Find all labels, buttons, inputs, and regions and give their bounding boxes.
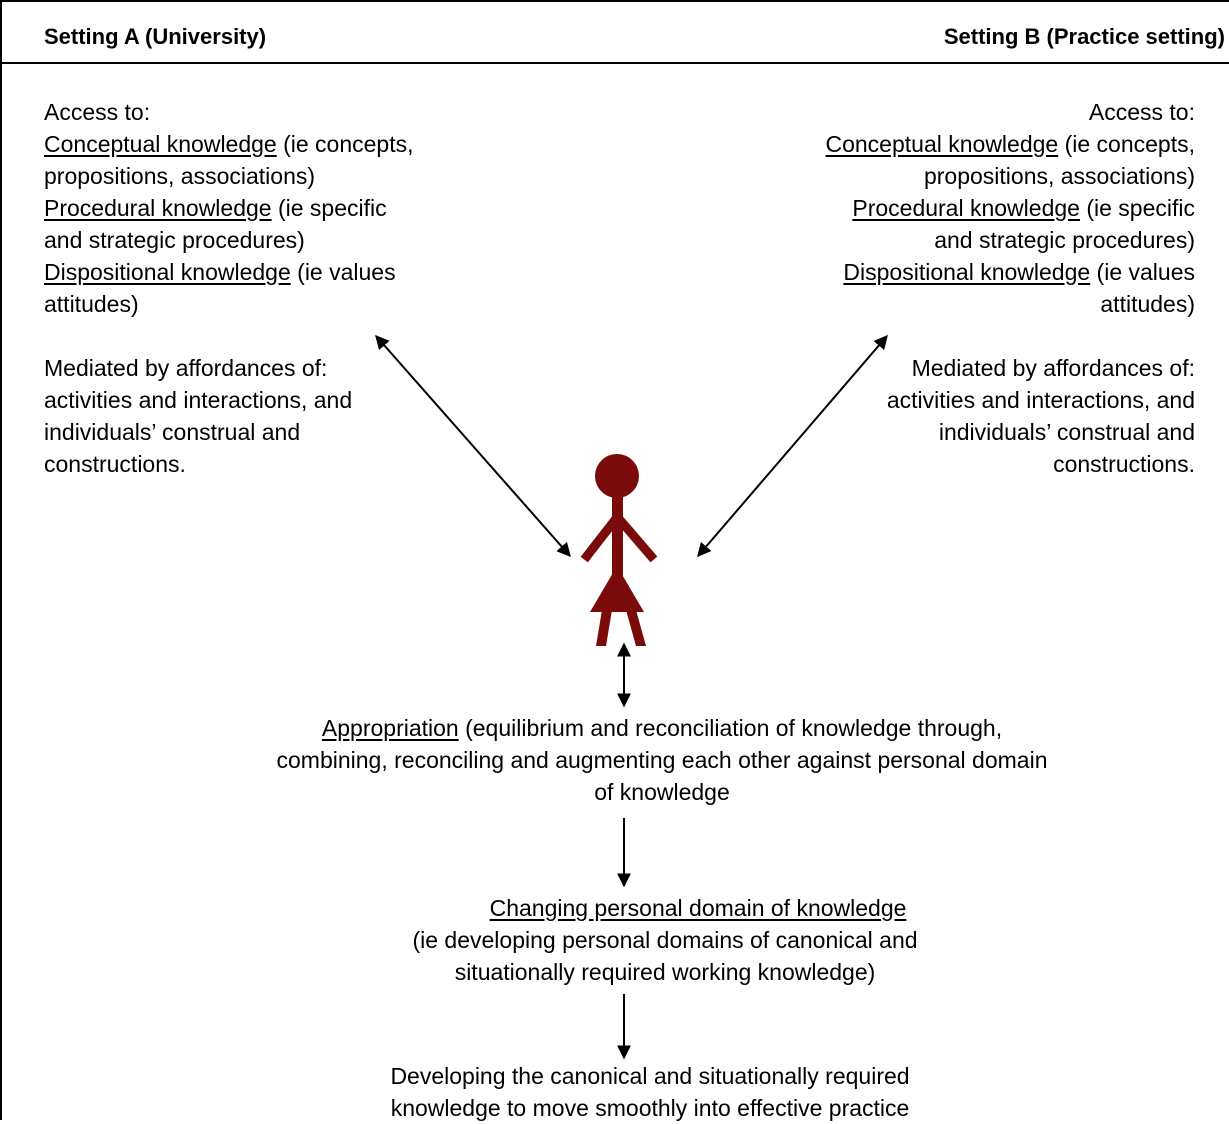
developing-block: Developing the canonical and situational… — [300, 1060, 1000, 1124]
setting-a-conceptual-label: Conceptual knowledge — [44, 131, 277, 157]
setting-a-dispositional-desc-2: attitudes) — [44, 291, 139, 317]
setting-b-mediation: Mediated by affordances of: activities a… — [887, 352, 1195, 480]
setting-a-mediated-2: activities and interactions, and — [44, 387, 353, 413]
setting-b-knowledge: Access to: Conceptual knowledge (ie conc… — [825, 96, 1195, 320]
setting-b-conceptual-desc: (ie concepts, — [1058, 131, 1195, 157]
setting-b-conceptual-label: Conceptual knowledge — [825, 131, 1059, 157]
appropriation-block: Appropriation (equilibrium and reconcili… — [150, 712, 1174, 808]
setting-a-conceptual-desc: (ie concepts, — [276, 131, 414, 157]
setting-b-procedural-desc-2: and strategic procedures) — [934, 227, 1195, 253]
setting-b-conceptual-desc-2: propositions, associations) — [923, 163, 1195, 189]
setting-a-procedural-desc-2: and strategic procedures) — [44, 227, 305, 253]
arrow-setting-b-to-learner — [697, 334, 888, 558]
setting-a-procedural-label: Procedural knowledge — [44, 195, 272, 221]
setting-a-dispositional-label: Dispositional knowledge — [44, 259, 291, 285]
setting-a-mediated-3: individuals’ construal and — [44, 419, 301, 445]
setting-a-mediated-4: constructions. — [44, 451, 186, 477]
setting-b-dispositional-desc-2: attitudes) — [1100, 291, 1195, 317]
left-border — [0, 0, 2, 1120]
setting-b-access: Access to: — [1088, 99, 1195, 125]
arrow-setting-a-to-learner — [375, 334, 571, 558]
setting-a-mediated-1: Mediated by affordances of: — [44, 355, 328, 381]
setting-a-access: Access to: — [44, 99, 151, 125]
appropriation-desc-2: combining, reconciling and augmenting ea… — [276, 747, 1048, 773]
setting-a-procedural-desc: (ie specific — [271, 195, 387, 221]
appropriation-desc-3: of knowledge — [594, 779, 730, 805]
setting-a-knowledge: Access to: Conceptual knowledge (ie conc… — [44, 96, 414, 320]
setting-a-conceptual-desc-2: propositions, associations) — [44, 163, 316, 189]
person-icon — [580, 454, 658, 646]
setting-b-dispositional-desc: (ie values — [1090, 259, 1195, 285]
top-border — [0, 0, 1229, 2]
setting-a-header: Setting A (University) — [44, 24, 267, 49]
setting-b-mediated-2: activities and interactions, and — [886, 387, 1195, 413]
setting-a-dispositional-desc: (ie values — [290, 259, 396, 285]
header-divider — [0, 62, 1229, 64]
developing-line-2: knowledge to move smoothly into effectiv… — [390, 1095, 910, 1121]
setting-b-mediated-4: constructions. — [1053, 451, 1195, 477]
appropriation-desc: (equilibrium and reconciliation of knowl… — [458, 715, 1003, 741]
changing-domain-block: Changing personal domain of knowledge (i… — [300, 892, 1030, 988]
appropriation-label: Appropriation — [321, 715, 459, 741]
setting-b-procedural-desc: (ie specific — [1079, 195, 1195, 221]
developing-line-1: Developing the canonical and situational… — [390, 1063, 910, 1089]
setting-a-mediation: Mediated by affordances of: activities a… — [44, 352, 352, 480]
setting-b-dispositional-label: Dispositional knowledge — [843, 259, 1091, 285]
setting-b-mediated-3: individuals’ construal and — [938, 419, 1195, 445]
setting-b-mediated-1: Mediated by affordances of: — [911, 355, 1195, 381]
setting-b-header: Setting B (Practice setting) — [943, 24, 1225, 49]
setting-b-procedural-label: Procedural knowledge — [852, 195, 1080, 221]
changing-domain-desc-3: situationally required working knowledge… — [454, 959, 876, 985]
changing-domain-desc-2: (ie developing personal domains of canon… — [412, 927, 918, 953]
changing-domain-label: Changing personal domain of knowledge — [489, 895, 907, 921]
